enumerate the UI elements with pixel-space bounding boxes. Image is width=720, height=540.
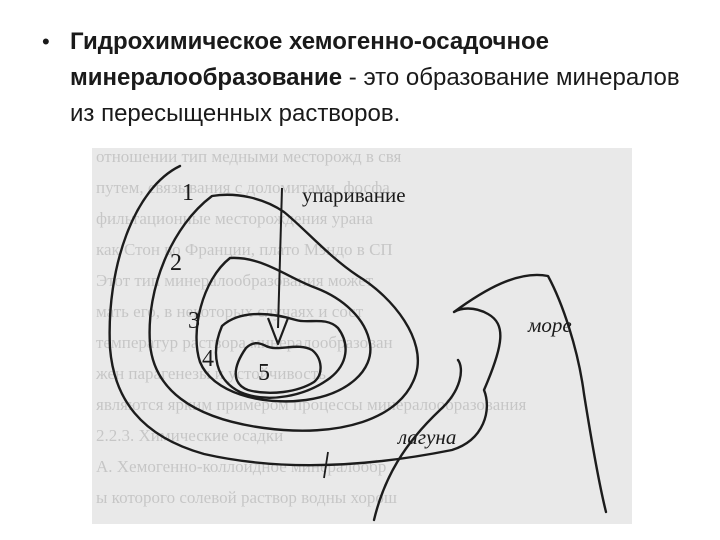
contour-4	[214, 312, 347, 399]
bullet-body: Гидрохимическое хемогенно-осадочное мине…	[70, 24, 682, 132]
contour-3	[195, 256, 372, 403]
sea-label: море	[527, 313, 572, 337]
scan-bleed-line: как Стон во Франции, плато Мэндо в СП	[96, 240, 393, 259]
scan-paper	[92, 148, 632, 524]
evaporation-label: упаривание	[302, 183, 406, 207]
scan-bleed-line: путем, связывания с доломитами, фосфа	[96, 178, 390, 197]
lagoon-contours	[108, 164, 608, 522]
evaporation-diagram: отношении тип медными месторожд в свя пут…	[92, 148, 632, 524]
scan-bleed-line: мать его, в некоторых случаях и сост	[96, 302, 364, 321]
scan-bleed-line: 2.2.3. Химические осадки	[96, 426, 283, 445]
scan-bleed-line: Этот тип минералообразования может	[96, 271, 374, 290]
contour-5	[234, 342, 322, 395]
bullet-term: Гидрохимическое хемогенно-осадочное мине…	[70, 28, 549, 91]
scan-bleed-line: являются ярким примером процессы минерал…	[96, 395, 526, 414]
evaporation-arrow	[266, 187, 290, 346]
contour-shore	[108, 164, 608, 514]
scan-bleed-line: ы которого солевой раствор водны хорош	[96, 488, 397, 507]
diagram-svg: отношении тип медными месторожд в свя пут…	[92, 148, 632, 524]
zone-label-4: 4	[202, 346, 214, 372]
bullet-definition: - это образование минералов из пересыщен…	[70, 64, 680, 127]
zone-label-5: 5	[258, 360, 270, 386]
contour-2	[148, 193, 419, 432]
scan-bleed-text: отношении тип медными месторожд в свя пут…	[95, 148, 526, 507]
scan-bleed-line: жен парагенезы и устойчивость	[95, 364, 326, 383]
zone-label-1: 1	[182, 180, 194, 206]
scan-bleed-line: фильтационные месторождения урана	[96, 209, 373, 228]
scan-bleed-line: отношении тип медными месторожд в свя	[96, 148, 402, 166]
arrow-head	[266, 317, 290, 346]
scan-bleed-line: А. Хемогенно-коллоидное минералообр	[96, 457, 386, 476]
zone-label-3: 3	[188, 308, 200, 334]
bullet-item: • Гидрохимическое хемогенно-осадочное ми…	[42, 24, 682, 132]
contour-lagoon-coast	[372, 358, 463, 522]
lagoon-label: лагуна	[397, 425, 456, 449]
lagoon-pointer	[323, 451, 329, 479]
bullet-text-block: • Гидрохимическое хемогенно-осадочное ми…	[42, 24, 682, 132]
bullet-marker: •	[42, 29, 50, 54]
scan-bleed-line: температур раствора минералообразован	[96, 333, 393, 352]
zone-label-2: 2	[170, 250, 182, 276]
arrow-shaft	[277, 187, 283, 329]
